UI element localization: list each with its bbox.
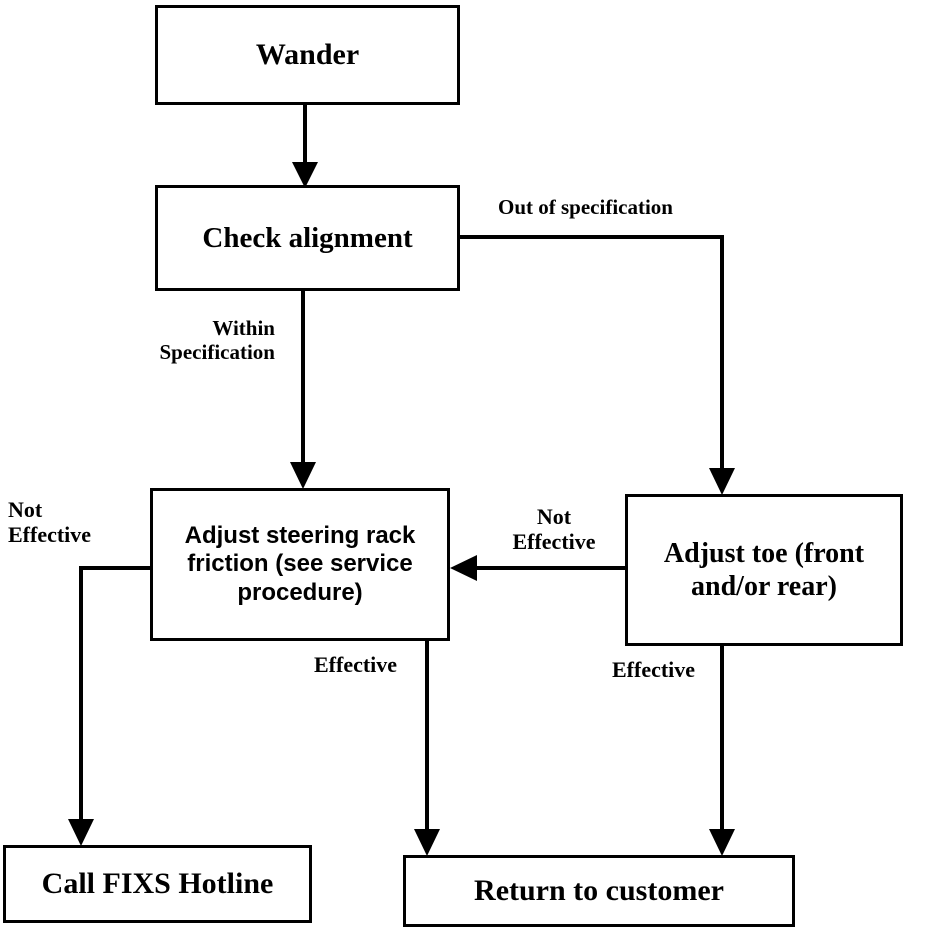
node-check-alignment[interactable]: Check alignment <box>155 185 460 291</box>
edge-label-not-effective-left: Not Effective <box>8 497 92 547</box>
node-return-to-customer-label: Return to customer <box>474 874 724 908</box>
node-adjust-steering-rack-label: Adjust steering rack friction (see servi… <box>184 522 416 606</box>
edge-label-within-specification: Within Specification <box>159 316 276 364</box>
node-wander-label: Wander <box>255 38 360 72</box>
node-wander[interactable]: Wander <box>155 5 460 105</box>
node-return-to-customer[interactable]: Return to customer <box>403 855 795 927</box>
edge-label-effective-rack: Effective <box>314 652 398 677</box>
node-adjust-toe[interactable]: Adjust toe (front and/or rear) <box>625 494 903 646</box>
edge-check-to-toe <box>460 235 735 495</box>
edge-rack-to-fixs <box>68 566 150 846</box>
node-check-alignment-label: Check alignment <box>202 221 413 254</box>
edge-label-out-of-specification: Out of specification <box>498 195 673 219</box>
edge-wander-to-check <box>292 105 318 188</box>
edge-label-not-effective-middle: Not Effective <box>512 504 596 554</box>
edge-check-to-rack <box>290 291 316 489</box>
edge-label-effective-toe: Effective <box>612 657 696 682</box>
node-call-fixs-hotline-label: Call FIXS Hotline <box>41 867 274 901</box>
node-adjust-toe-label: Adjust toe (front and/or rear) <box>663 537 865 602</box>
node-call-fixs-hotline[interactable]: Call FIXS Hotline <box>3 845 312 923</box>
edge-toe-to-rack <box>450 555 625 581</box>
node-adjust-steering-rack[interactable]: Adjust steering rack friction (see servi… <box>150 488 450 641</box>
